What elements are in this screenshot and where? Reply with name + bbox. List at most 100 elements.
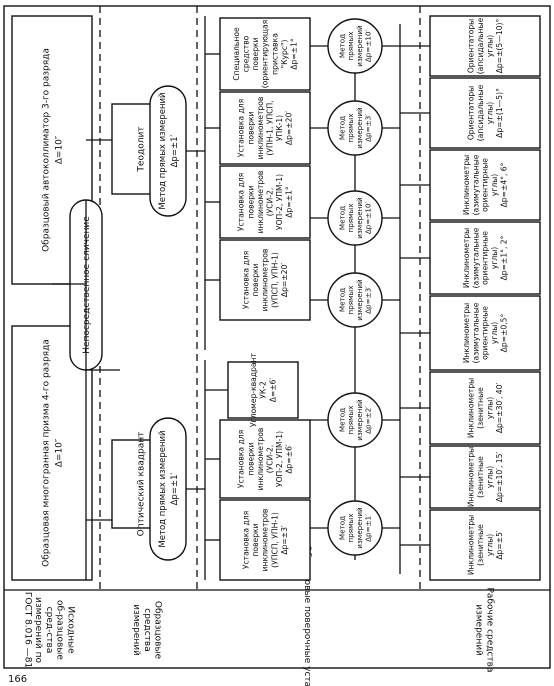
- svg-text:Метод: Метод: [338, 288, 347, 312]
- svg-text:прямых: прямых: [346, 405, 355, 435]
- svg-text:УПК-1): УПК-1): [275, 115, 284, 141]
- svg-text:измерений: измерений: [355, 399, 364, 441]
- svg-text:углы): углы): [485, 397, 494, 419]
- svg-text:инклинометров: инклинометров: [261, 248, 270, 311]
- svg-text:Δр=±10′: Δр=±10′: [363, 29, 372, 62]
- svg-text:измерений: измерений: [355, 507, 364, 549]
- svg-text:Специальное: Специальное: [232, 27, 241, 81]
- svg-text:(азимутальные: (азимутальные: [471, 302, 480, 363]
- svg-text:Рабочие средства: Рабочие средства: [484, 588, 494, 673]
- svg-text:Δр=±5′: Δр=±5′: [495, 530, 504, 560]
- svg-text:углы): углы): [490, 174, 499, 196]
- svg-text:Установка для: Установка для: [237, 99, 246, 157]
- svg-text:средства: средства: [142, 608, 152, 651]
- svg-text:ориентирные: ориентирные: [481, 306, 490, 360]
- svg-text:(зенитные: (зенитные: [476, 387, 485, 429]
- svg-text:Инклинометры: Инклинометры: [467, 515, 476, 575]
- installation-box-1: [219, 499, 311, 581]
- svg-text:прямых: прямых: [346, 203, 355, 233]
- page-number: 166: [8, 674, 27, 685]
- installation-box-7: [219, 17, 311, 91]
- svg-text:Теодолит: Теодолит: [137, 126, 147, 172]
- svg-text:измерений: измерений: [355, 107, 364, 149]
- svg-text:Δр=±1′: Δр=±1′: [170, 473, 180, 506]
- installation-box-3: [227, 361, 299, 419]
- svg-text:измерений: измерений: [355, 279, 364, 321]
- svg-text:Δр=±4°, 6°: Δр=±4°, 6°: [499, 162, 508, 207]
- svg-text:ориентирные: ориентирные: [481, 158, 490, 212]
- svg-text:(УПСП, УПН-1): (УПСП, УПН-1): [270, 252, 279, 308]
- svg-text:измерений: измерений: [355, 25, 364, 67]
- svg-text:прямых: прямых: [346, 113, 355, 143]
- svg-text:измерений: измерений: [473, 604, 483, 656]
- svg-text:Δр=±0,5°: Δр=±0,5°: [499, 313, 508, 352]
- svg-text:Оптический квадрант: Оптический квадрант: [137, 432, 147, 537]
- svg-text:(азимутальные: (азимутальные: [471, 154, 480, 215]
- svg-text:Метод: Метод: [338, 34, 347, 58]
- svg-text:Δ=±6′: Δ=±6′: [268, 377, 277, 402]
- svg-text:прямых: прямых: [346, 285, 355, 315]
- svg-text:Образцовые поверочные установк: Образцовые поверочные установки: [302, 545, 312, 686]
- svg-text:инклинометров: инклинометров: [256, 170, 265, 233]
- svg-text:Δр=±10′, 15′: Δр=±10′, 15′: [495, 452, 504, 503]
- svg-text:поверки: поверки: [251, 37, 260, 70]
- svg-text:Непосредственное сличение: Непосредственное сличение: [82, 216, 92, 354]
- svg-text:Угломер-квадрант: Угломер-квадрант: [249, 352, 258, 426]
- svg-text:углы): углы): [485, 534, 494, 556]
- svg-text:Инклинометры: Инклинометры: [462, 303, 471, 363]
- pill-method-left: [149, 417, 187, 561]
- svg-text:инклинометров: инклинометров: [261, 508, 270, 571]
- svg-text:прямых: прямых: [346, 513, 355, 543]
- svg-text:углы): углы): [485, 35, 494, 57]
- svg-text:(азимутальные: (азимутальные: [471, 227, 480, 288]
- svg-text:(УСИ-2,: (УСИ-2,: [265, 188, 274, 217]
- svg-text:измерений: измерений: [355, 197, 364, 239]
- svg-text:Δр=±6′: Δр=±6′: [285, 444, 294, 474]
- svg-text:Метод прямых измерений: Метод прямых измерений: [158, 430, 168, 547]
- svg-text:Δр=±1°: Δр=±1°: [285, 186, 294, 218]
- svg-text:УОП-2, УПМ-1): УОП-2, УПМ-1): [275, 174, 284, 230]
- svg-text:прямых: прямых: [346, 31, 355, 61]
- svg-text:поверки: поверки: [246, 111, 255, 144]
- working-box-1: [429, 509, 541, 581]
- svg-text:Инклинометры: Инклинометры: [462, 228, 471, 288]
- svg-text:инклинометров: инклинометров: [256, 427, 265, 490]
- svg-text:Образцовые: Образцовые: [153, 601, 163, 660]
- svg-text:Метод: Метод: [338, 116, 347, 140]
- svg-text:Δр=±20′: Δр=±20′: [285, 111, 294, 145]
- svg-text:Метод: Метод: [338, 206, 347, 230]
- svg-text:углы): углы): [490, 322, 499, 344]
- svg-text:Δр=±1°, 2°: Δр=±1°, 2°: [499, 235, 508, 280]
- svg-text:Δр=±(5—10)°: Δр=±(5—10)°: [495, 19, 504, 74]
- svg-text:Δ=10″: Δ=10″: [55, 438, 65, 467]
- svg-text:(ориентирующая: (ориентирующая: [261, 20, 270, 88]
- svg-text:Установка для: Установка для: [237, 173, 246, 231]
- svg-text:Δр=±1′: Δр=±1′: [363, 514, 372, 542]
- svg-text:(УПСП, УПН-1): (УПСП, УПН-1): [270, 512, 279, 568]
- svg-text:(УПН-1, УПСП,: (УПН-1, УПСП,: [265, 100, 274, 155]
- text-direct-comparison: Непосредственное сличение: [82, 216, 92, 354]
- svg-text:об-разцовые: об-разцовые: [55, 600, 65, 660]
- svg-text:УК-2: УК-2: [259, 381, 268, 399]
- svg-text:инклинометров: инклинометров: [256, 96, 265, 159]
- svg-text:Δ=10″: Δ=10″: [55, 135, 65, 164]
